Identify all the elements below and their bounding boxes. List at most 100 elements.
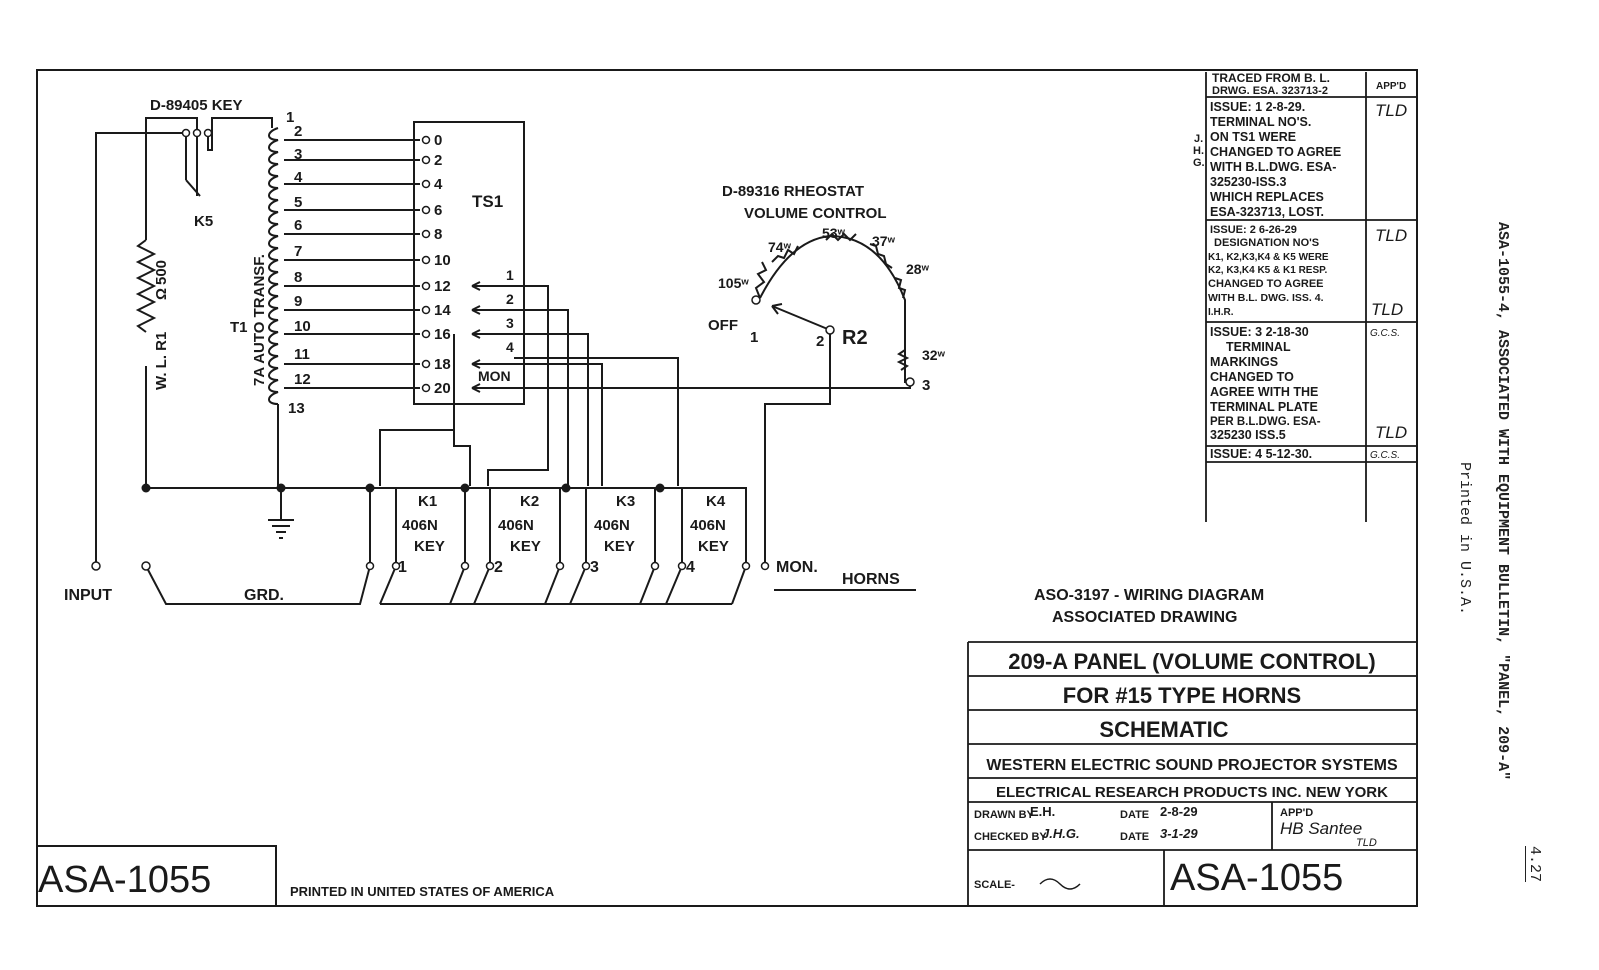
svg-text:13: 13 bbox=[288, 400, 305, 417]
rheostat-values: 105ʷ 74ʷ 53ʷ 37ʷ 28ʷ 32ʷ bbox=[718, 225, 946, 363]
svg-text:37ʷ: 37ʷ bbox=[872, 233, 896, 249]
key-k2-word: KEY bbox=[510, 538, 541, 555]
svg-text:K1, K2,K3,K4 & K5 WERE: K1, K2,K3,K4 & K5 WERE bbox=[1208, 252, 1329, 263]
rheostat-name: R2 bbox=[842, 327, 868, 349]
key-k4-type: 406N bbox=[690, 517, 726, 534]
page-number: 4.27 bbox=[1526, 846, 1543, 883]
printed-note: PRINTED IN UNITED STATES OF AMERICA bbox=[290, 884, 555, 899]
svg-text:6: 6 bbox=[434, 202, 442, 219]
rheostat-term-1: 1 bbox=[750, 329, 758, 346]
mon-label: MON. bbox=[776, 559, 818, 576]
svg-text:WITH B.L. DWG. ISS. 4.: WITH B.L. DWG. ISS. 4. bbox=[1208, 292, 1324, 304]
key-k3-word: KEY bbox=[604, 538, 635, 555]
keys-group: K1 406N KEY K2 406N KEY K3 406N KEY K4 4… bbox=[402, 493, 729, 555]
scale-label: SCALE- bbox=[974, 879, 1015, 891]
drawn-date-value: 2-8-29 bbox=[1160, 804, 1198, 819]
traced-line-2: DRWG. ESA. 323713-2 bbox=[1212, 85, 1328, 97]
appd-signature: HB Santee bbox=[1280, 819, 1362, 838]
issue-4-appd: G.C.S. bbox=[1370, 450, 1400, 461]
svg-text:11: 11 bbox=[294, 346, 310, 363]
svg-text:MARKINGS: MARKINGS bbox=[1210, 355, 1278, 369]
svg-text:4: 4 bbox=[506, 339, 514, 355]
checked-by-label: CHECKED BY bbox=[974, 831, 1047, 843]
issue-2-notes: ISSUE: 2 6-26-29 DESIGNATION NO'S K1, K2… bbox=[1208, 224, 1329, 318]
traced-line-1: TRACED FROM B. L. bbox=[1212, 71, 1330, 85]
svg-text:4: 4 bbox=[434, 176, 443, 193]
svg-text:28ʷ: 28ʷ bbox=[906, 261, 930, 277]
svg-text:1: 1 bbox=[286, 109, 294, 126]
svg-text:TERMINAL: TERMINAL bbox=[1226, 340, 1291, 354]
side-printed-note: Printed in U.S.A. bbox=[1456, 462, 1473, 616]
svg-text:1: 1 bbox=[506, 267, 514, 283]
circuit-wiring bbox=[95, 117, 916, 605]
svg-text:18: 18 bbox=[434, 356, 451, 373]
horn-3-label: 3 bbox=[590, 559, 599, 576]
title-line-1: 209-A PANEL (VOLUME CONTROL) bbox=[1008, 649, 1376, 674]
title-line-4: WESTERN ELECTRIC SOUND PROJECTOR SYSTEMS bbox=[986, 757, 1398, 774]
checked-date-label: DATE bbox=[1120, 831, 1149, 843]
key-k4-word: KEY bbox=[698, 538, 729, 555]
key-k3-name: K3 bbox=[616, 493, 635, 510]
key-k2-name: K2 bbox=[520, 493, 539, 510]
svg-text:TLD: TLD bbox=[1375, 226, 1407, 245]
svg-text:TERMINAL NO'S.: TERMINAL NO'S. bbox=[1210, 115, 1311, 129]
svg-text:74ʷ: 74ʷ bbox=[768, 239, 792, 255]
svg-text:AGREE WITH THE: AGREE WITH THE bbox=[1210, 385, 1318, 399]
rheostat-term-3: 3 bbox=[922, 377, 930, 394]
svg-text:G.: G. bbox=[1193, 157, 1205, 169]
transformer-name: T1 bbox=[230, 319, 248, 336]
checked-date-value: 3-1-29 bbox=[1160, 826, 1198, 841]
side-initials: J. H. G. bbox=[1193, 133, 1205, 169]
horn-2-label: 2 bbox=[494, 559, 503, 576]
svg-text:2: 2 bbox=[506, 291, 514, 307]
svg-text:8: 8 bbox=[294, 269, 302, 286]
drawn-by-value: E.H. bbox=[1030, 804, 1055, 819]
input-label: INPUT bbox=[64, 587, 112, 604]
drawn-date-label: DATE bbox=[1120, 809, 1149, 821]
appd-header: APP'D bbox=[1376, 81, 1406, 92]
svg-text:105ʷ: 105ʷ bbox=[718, 275, 749, 291]
svg-text:53ʷ: 53ʷ bbox=[822, 225, 846, 241]
svg-text:2: 2 bbox=[294, 123, 302, 140]
assoc-line-2: ASSOCIATED DRAWING bbox=[1052, 609, 1237, 626]
horns-label: HORNS bbox=[842, 571, 900, 588]
svg-text:20: 20 bbox=[434, 380, 451, 397]
drawn-by-label: DRAWN BY bbox=[974, 809, 1035, 821]
svg-text:3: 3 bbox=[294, 146, 302, 163]
terminal-strip-ts1 bbox=[413, 121, 525, 405]
svg-text:8: 8 bbox=[434, 226, 442, 243]
terminal-circles bbox=[91, 128, 915, 571]
rheostat-title: D-89316 RHEOSTAT bbox=[722, 183, 864, 200]
svg-text:H.: H. bbox=[1193, 145, 1204, 157]
svg-text:325230 ISS.5: 325230 ISS.5 bbox=[1210, 428, 1286, 442]
svg-text:10: 10 bbox=[434, 252, 451, 269]
svg-text:10: 10 bbox=[294, 318, 311, 335]
svg-text:9: 9 bbox=[294, 293, 302, 310]
junction-dots bbox=[141, 483, 665, 493]
svg-text:K2, K3,K4 K5 & K1 RESP.: K2, K3,K4 K5 & K1 RESP. bbox=[1208, 265, 1328, 276]
svg-text:2: 2 bbox=[434, 152, 442, 169]
key-k1-name: K1 bbox=[418, 493, 437, 510]
svg-text:ISSUE: 1 2-8-29.: ISSUE: 1 2-8-29. bbox=[1210, 100, 1305, 114]
svg-text:5: 5 bbox=[294, 194, 302, 211]
tld-initials: TLD TLD TLD TLD bbox=[1371, 101, 1407, 442]
svg-text:ESA-323713, LOST.: ESA-323713, LOST. bbox=[1210, 205, 1324, 219]
side-bulletin-note: ASA-1055-4, ASSOCIATED WITH EQUIPMENT BU… bbox=[1494, 222, 1511, 781]
horn-4-label: 4 bbox=[686, 559, 695, 576]
issue-3-appd: G.C.S. bbox=[1370, 328, 1400, 339]
svg-text:I.H.R.: I.H.R. bbox=[1208, 307, 1234, 318]
svg-text:7: 7 bbox=[294, 243, 302, 260]
svg-text:WITH B.L.DWG. ESA-: WITH B.L.DWG. ESA- bbox=[1210, 160, 1336, 174]
horn-1-label: 1 bbox=[398, 559, 407, 576]
transformer-desc: 7A AUTO TRANSF. bbox=[251, 254, 268, 386]
svg-text:12: 12 bbox=[434, 278, 451, 295]
key-k4-name: K4 bbox=[706, 493, 726, 510]
title-line-3: SCHEMATIC bbox=[1099, 717, 1228, 742]
rheostat-subtitle: VOLUME CONTROL bbox=[744, 205, 887, 222]
title-line-2: FOR #15 TYPE HORNS bbox=[1063, 683, 1301, 708]
resistor-omega: Ω bbox=[153, 288, 170, 300]
resistor-value: 500 bbox=[153, 260, 170, 285]
rheostat-term-2: 2 bbox=[816, 333, 824, 350]
svg-text:TLD: TLD bbox=[1375, 101, 1407, 120]
